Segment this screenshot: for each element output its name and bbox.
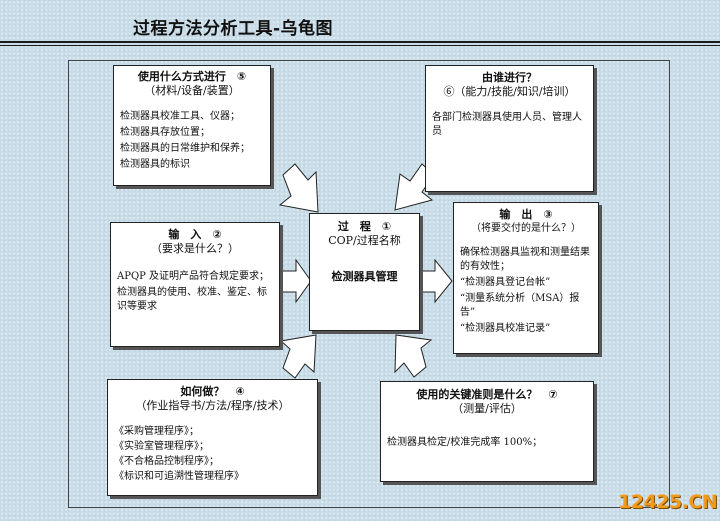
title-rule (0, 41, 720, 43)
method-subheading: （材料/设备/装置） (144, 84, 240, 97)
criteria-heading: 使用的关键准则是什么？ ⑦ (416, 388, 558, 401)
output-subheading: （将要交付的是什么？） (471, 223, 581, 234)
method-box: 使用什么方式进行 ⑤ （材料/设备/装置） 检测器具校准工具、仪器； 检测器具存… (113, 65, 271, 186)
method-line: 检测器具的日常维护和保养； (120, 143, 250, 154)
diagram-frame (68, 60, 670, 508)
output-line: “测量系统分析（MSA）报告” (460, 293, 580, 318)
howdo-line: 《采购管理程序》； (114, 426, 199, 437)
criteria-subheading: （测量/评估） (452, 402, 522, 415)
output-line: 确保检测器具监视和测量结果的有效性； (460, 247, 590, 272)
output-lines: 确保检测器具监视和测量结果的有效性； “检测器具登记台帐” “测量系统分析（MS… (454, 246, 598, 336)
who-line: 各部门检测器具使用人员、管理人员 (432, 112, 582, 137)
who-subheading: ⑥（能力/技能/知识/培训） (443, 85, 576, 98)
input-heading: 输 入 ② (168, 228, 222, 241)
title-rule-thin (0, 45, 720, 46)
howdo-line: 《不合格品控制程序》； (114, 456, 219, 467)
process-subheading: COP/过程名称 (328, 234, 401, 247)
arrow-input-to-process (281, 258, 312, 304)
process-heading: 过 程 ① (337, 220, 392, 233)
input-line: APQP 及证明产品符合规定要求； (117, 271, 270, 282)
arrow-howdo-to-process (279, 334, 317, 379)
method-line: 检测器具校准工具、仪器； (120, 111, 240, 122)
arrow-process-to-output (420, 258, 453, 304)
arrow-method-to-process (278, 163, 319, 213)
process-box: 过 程 ① COP/过程名称 检测器具管理 (309, 213, 420, 331)
output-line: “检测器具登记台帐” (460, 277, 551, 288)
howdo-heading: 如何做？ ④ (180, 385, 245, 398)
watermark-logo: 12425.CN (618, 491, 718, 513)
output-line: “检测器具校准记录” (460, 323, 551, 334)
criteria-box: 使用的关键准则是什么？ ⑦ （测量/评估） 检测器具检定/校准完成率 100%； (380, 381, 594, 482)
who-lines: 各部门检测器具使用人员、管理人员 (426, 111, 593, 139)
output-box: 输 出 ③ （将要交付的是什么？） 确保检测器具监视和测量结果的有效性； “检测… (453, 202, 599, 354)
input-box: 输 入 ② （要求是什么？） APQP 及证明产品符合规定要求； 检测器具的使用… (110, 222, 280, 347)
howdo-box: 如何做？ ④ （作业指导书/方法/程序/技术） 《采购管理程序》； 《实验室管理… (107, 379, 318, 496)
howdo-line: 《标识和可追溯性管理程序》 (114, 471, 244, 482)
page-title: 过程方法分析工具-乌龟图 (133, 19, 334, 39)
howdo-subheading: （作业指导书/方法/程序/技术） (135, 399, 290, 412)
method-line: 检测器具存放位置； (120, 127, 210, 138)
method-lines: 检测器具校准工具、仪器； 检测器具存放位置； 检测器具的日常维护和保养； 检测器… (114, 110, 270, 172)
input-lines: APQP 及证明产品符合规定要求； 检测器具的使用、校准、鉴定、标识等要求 (111, 270, 279, 314)
input-line: 检测器具的使用、校准、鉴定、标识等要求 (117, 287, 267, 312)
who-box: 由谁进行？ ⑥（能力/技能/知识/培训） 各部门检测器具使用人员、管理人员 (425, 65, 594, 192)
method-line: 检测器具的标识 (120, 159, 190, 170)
input-subheading: （要求是什么？） (151, 242, 239, 255)
howdo-lines: 《采购管理程序》； 《实验室管理程序》； 《不合格品控制程序》； 《标识和可追溯… (108, 425, 317, 484)
output-heading: 输 出 ③ (499, 208, 553, 221)
arrow-criteria-to-process (394, 334, 433, 378)
criteria-lines: 检测器具检定/校准完成率 100%； (381, 436, 593, 450)
criteria-line: 检测器具检定/校准完成率 100%； (387, 437, 543, 448)
who-heading: 由谁进行？ (482, 71, 537, 84)
method-heading: 使用什么方式进行 ⑤ (137, 70, 247, 83)
process-name: 检测器具管理 (331, 270, 398, 283)
howdo-line: 《实验室管理程序》； (114, 441, 209, 452)
